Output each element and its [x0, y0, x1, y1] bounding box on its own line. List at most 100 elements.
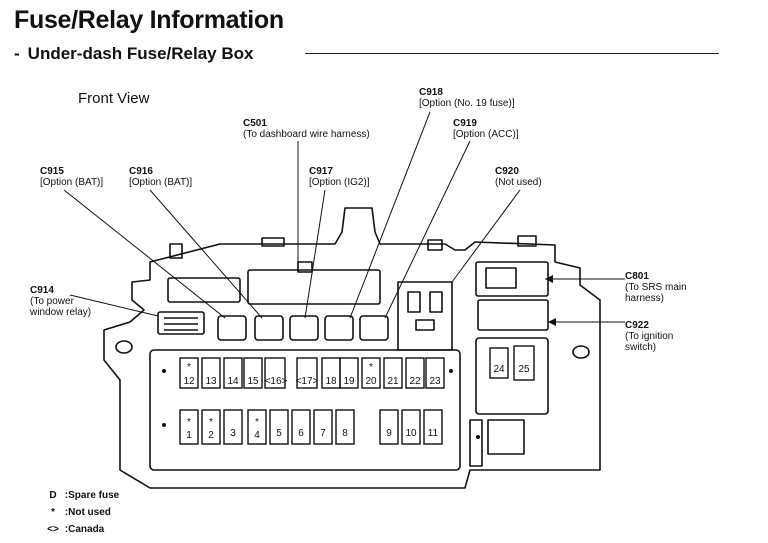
fuse-1: 1	[186, 430, 192, 441]
view-label: Front View	[78, 90, 150, 107]
svg-text:*: *	[187, 417, 191, 428]
fuse-11: 11	[428, 428, 439, 439]
mount-hole-left	[115, 340, 133, 354]
c917-desc: [Option (IG2)]	[309, 177, 370, 188]
c801-id: C801	[625, 271, 649, 282]
fuse-2: 2	[208, 430, 214, 441]
fuse-18: 18	[325, 376, 337, 387]
right-fuse-housing	[475, 337, 549, 415]
fuse-4: 4	[254, 430, 260, 441]
fuse-14: 14	[227, 376, 239, 387]
fuse-20: 20	[365, 376, 377, 387]
fuse-15: 15	[247, 376, 259, 387]
c920-id: C920	[495, 166, 519, 177]
subtitle-text: Under-dash Fuse/Relay Box	[27, 44, 254, 63]
c920-desc: (Not used)	[495, 177, 542, 188]
c915-desc: [Option (BAT)]	[40, 177, 104, 188]
fuse-16: <16>	[265, 376, 288, 387]
page-title: Fuse/Relay Information	[14, 6, 284, 34]
fuse-13: 13	[205, 376, 217, 387]
fuse-19: 19	[343, 376, 355, 387]
c918-id: C918	[419, 87, 443, 98]
legend-text-canada: :Canada	[64, 524, 105, 535]
connector-c914	[157, 311, 205, 335]
fuse-3: 3	[230, 428, 236, 439]
fuse-24: 24	[493, 364, 505, 375]
connector-left-block	[167, 277, 241, 303]
c914-desc-2: window relay)	[30, 307, 92, 318]
fuse-25: 25	[518, 364, 530, 375]
c918-desc: [Option (No. 19 fuse)]	[419, 98, 515, 109]
fuse-6: 6	[298, 428, 304, 439]
connector-c919	[359, 315, 389, 341]
label-c916: C916 [Option (BAT)]	[129, 166, 192, 188]
c915-id: C915	[40, 166, 64, 177]
c917-id: C917	[309, 166, 333, 177]
spare-fuse-dots	[162, 369, 480, 439]
legend-symbol-not-used: *	[51, 507, 55, 518]
c501-id: C501	[243, 118, 267, 129]
svg-text:*: *	[209, 417, 213, 428]
legend-item-spare: D :Spare fuse	[44, 490, 119, 501]
c801-desc-1: (To SRS main	[625, 282, 687, 293]
fuse-labels-bottom: 1 2 3 4 5 6 7 8 9 10 11	[186, 428, 438, 441]
subtitle-dash: -	[14, 44, 20, 63]
label-c917: C917 [Option (IG2)]	[309, 166, 370, 188]
connector-c920	[397, 281, 453, 351]
c916-id: C916	[129, 166, 153, 177]
fuse-5: 5	[276, 428, 282, 439]
fuse-box-outline	[103, 207, 601, 489]
section-subtitle: -Under-dash Fuse/Relay Box	[14, 44, 253, 64]
top-tab-1	[169, 243, 183, 259]
fuse-labels-top: 12 13 14 15 <16> <17> 18 19 20 21 22 23	[183, 376, 441, 387]
label-c801: C801 (To SRS main harness)	[625, 271, 687, 304]
fuse-21: 21	[387, 376, 399, 387]
label-c922: C922 (To ignition switch)	[625, 320, 673, 353]
subtitle-rule	[305, 53, 719, 54]
connector-c918	[324, 315, 354, 341]
fuse-7: 7	[320, 428, 326, 439]
c922-desc-1: (To ignition	[625, 331, 674, 342]
fuse-panel	[149, 349, 461, 471]
label-c915: C915 [Option (BAT)]	[40, 166, 103, 188]
c919-id: C919	[453, 118, 477, 129]
lower-right-block	[487, 419, 525, 455]
legend-item-not-used: * :Not used	[44, 507, 111, 518]
connector-c915	[217, 315, 247, 341]
legend-text-not-used: :Not used	[64, 507, 111, 518]
not-used-marks-bottom: * * *	[187, 417, 259, 428]
fuse-row-right	[489, 345, 535, 381]
connector-c922	[477, 299, 549, 331]
mount-hole-right	[572, 345, 590, 359]
leader-arrowheads	[545, 275, 556, 326]
connector-c916	[254, 315, 284, 341]
label-c914: C914 (To power window relay)	[30, 285, 91, 318]
c501-desc: (To dashboard wire harness)	[243, 129, 370, 140]
fuse-row-top	[179, 357, 445, 389]
fuse-10: 10	[405, 428, 417, 439]
c916-desc: [Option (BAT)]	[129, 177, 193, 188]
label-c920: C920 (Not used)	[495, 166, 542, 188]
fuse-12: 12	[183, 376, 195, 387]
fuse-17: <17>	[296, 376, 319, 387]
legend-symbol-canada: <>	[47, 524, 59, 535]
top-tab-3	[427, 239, 443, 251]
svg-text:*: *	[187, 362, 191, 373]
svg-text:*: *	[255, 417, 259, 428]
connector-c917	[289, 315, 319, 341]
fuse-8: 8	[342, 428, 348, 439]
fuse-row-bottom	[179, 409, 443, 445]
c922-id: C922	[625, 320, 649, 331]
leader-lines	[63, 111, 625, 323]
c914-id: C914	[30, 285, 54, 296]
fuse-23: 23	[429, 376, 441, 387]
label-c501: C501 (To dashboard wire harness)	[243, 118, 370, 140]
svg-text:*: *	[369, 362, 373, 373]
not-used-marks-top: * *	[187, 362, 373, 373]
fuse-9: 9	[386, 428, 392, 439]
fuse-22: 22	[409, 376, 421, 387]
top-tab-2	[261, 237, 285, 247]
legend-text-spare: :Spare fuse	[64, 490, 120, 501]
c914-desc-1: (To power	[30, 296, 74, 307]
